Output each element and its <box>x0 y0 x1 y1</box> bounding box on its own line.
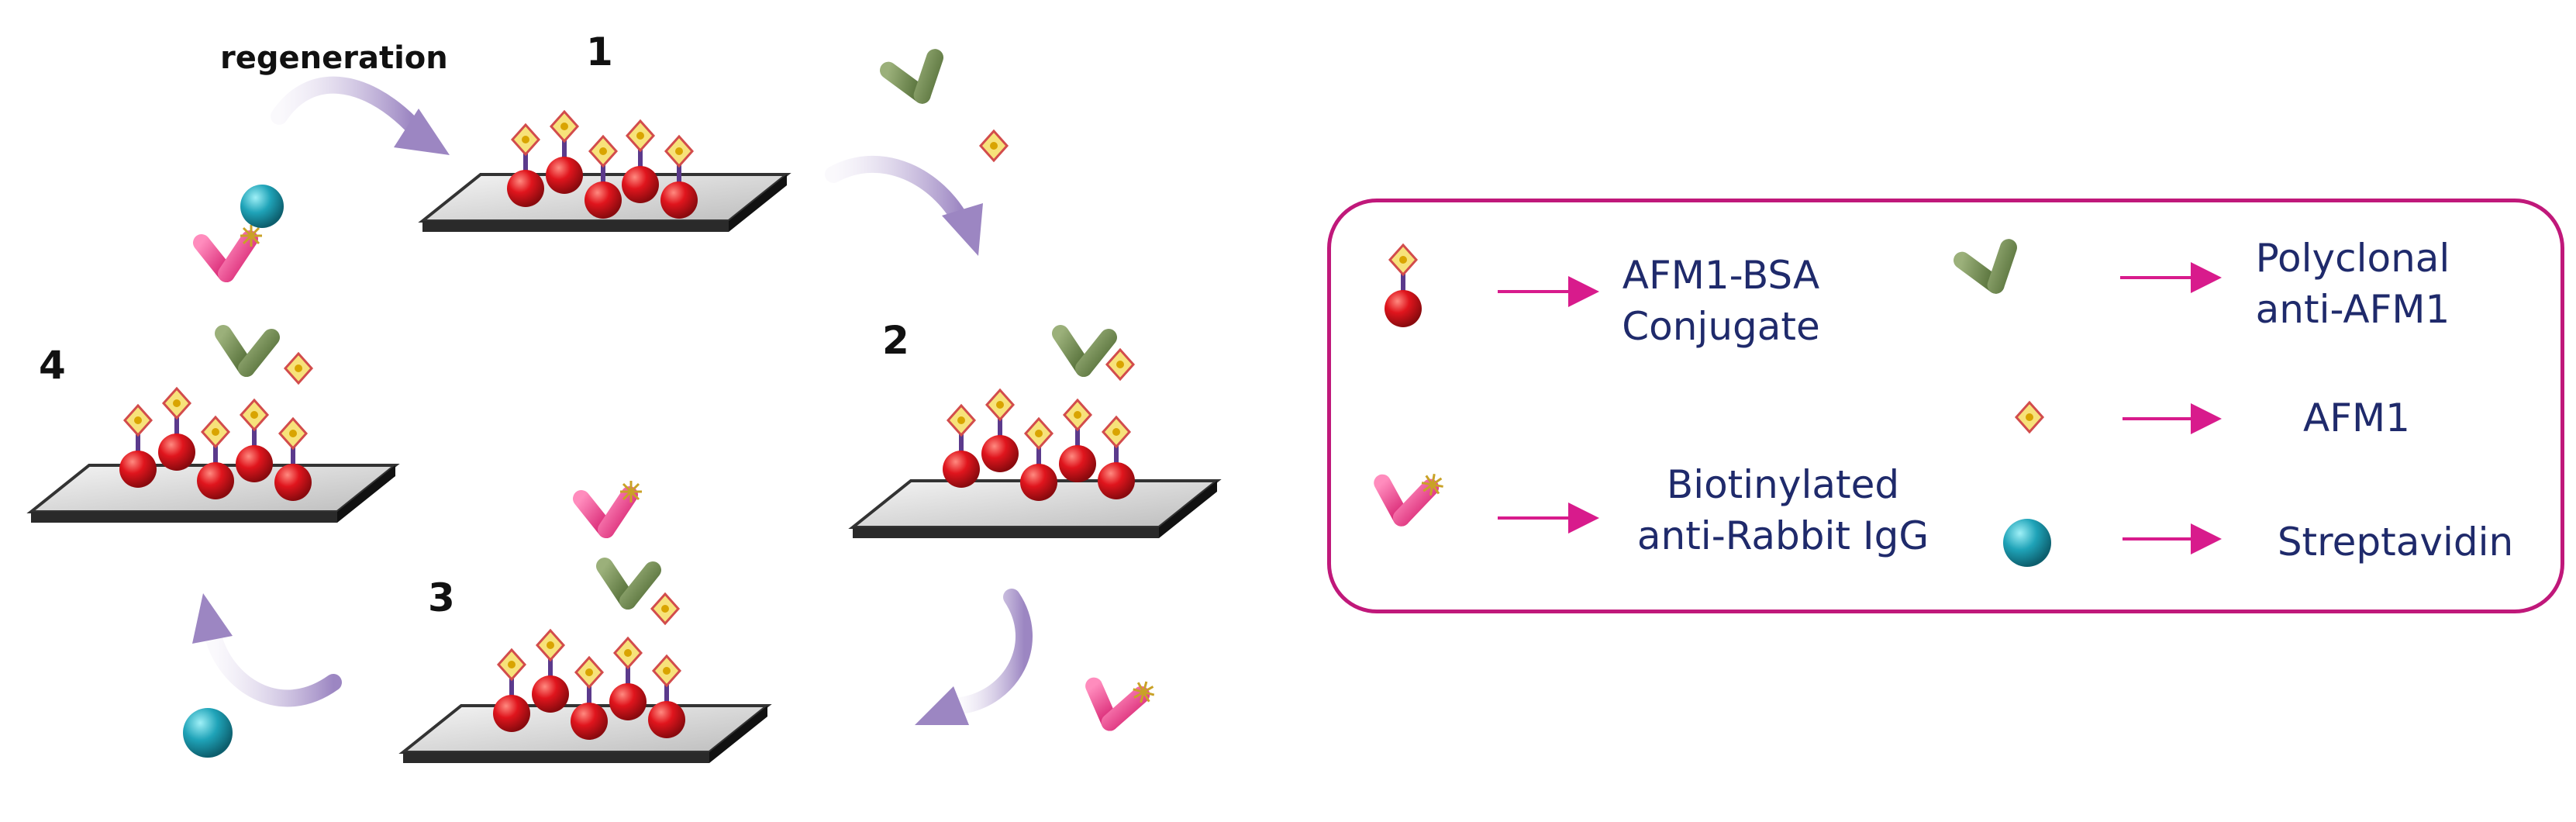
legend-polyclonal-line2: anti-AFM1 <box>2255 287 2450 332</box>
step-4-label: 4 <box>39 343 66 388</box>
legend-streptavidin-label: Streptavidin <box>2277 520 2514 565</box>
cycle-arrow-icon <box>192 593 342 707</box>
free-afm1-icon <box>979 130 1009 162</box>
free-polyclonal-antibody <box>888 54 957 136</box>
legend-conjugate-line2: Conjugate <box>1622 304 1820 349</box>
free-streptavidin-icon <box>183 708 233 758</box>
step-3-surface <box>402 481 769 765</box>
legend-icons <box>1371 243 2051 567</box>
step-2-surface <box>851 333 1219 540</box>
legend-arrow-icon <box>1498 262 2222 554</box>
free-biotinylated-antibody <box>1077 668 1157 765</box>
legend-biotinylated-label: Biotinylated anti-Rabbit IgG <box>1609 459 1957 561</box>
legend-box <box>1327 199 2564 613</box>
regeneration-label: regeneration <box>220 40 448 76</box>
cycle-arrow-icon <box>825 155 983 256</box>
step-1-label: 1 <box>586 29 613 74</box>
step-1-surface <box>421 112 788 233</box>
step-2-label: 2 <box>882 318 909 363</box>
legend-polyclonal-line1: Polyclonal <box>2255 236 2450 281</box>
legend-afm1-label: AFM1 <box>2303 395 2410 440</box>
cycle-arrow-icon <box>271 76 450 155</box>
legend-polyclonal-label: Polyclonal anti-AFM1 <box>2229 233 2477 335</box>
streptavidin-icon <box>2003 519 2051 567</box>
cycle-arrow-icon <box>915 589 1033 725</box>
legend-conjugate-label: AFM1-BSA Conjugate <box>1612 250 1829 352</box>
step-3-label: 3 <box>428 575 455 620</box>
step-4-surface <box>29 185 397 524</box>
legend-biotinylated-line1: Biotinylated <box>1666 462 1900 507</box>
legend-biotinylated-line2: anti-Rabbit IgG <box>1636 513 1929 558</box>
legend-conjugate-line1: AFM1-BSA <box>1622 253 1820 298</box>
